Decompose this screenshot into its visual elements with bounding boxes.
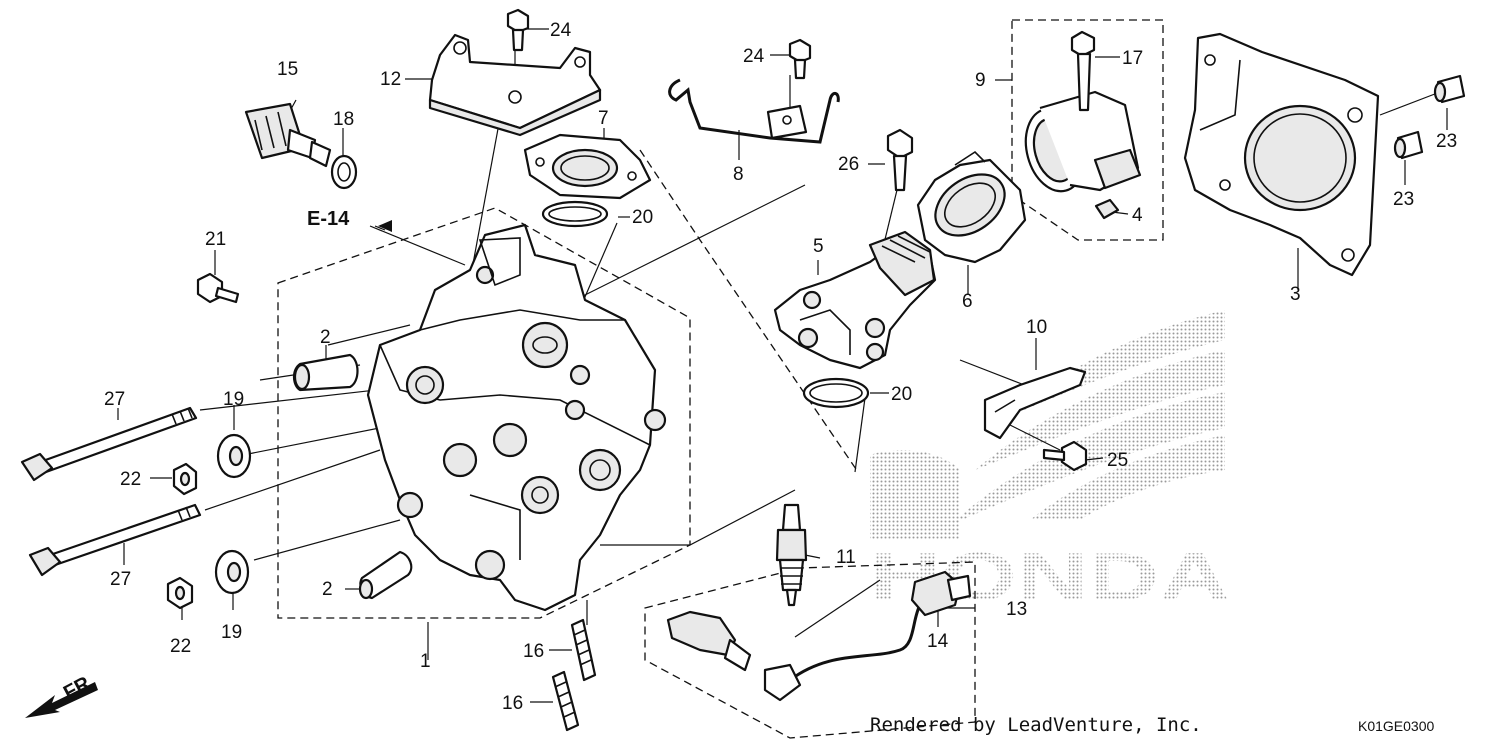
bolt-26 (886, 128, 914, 192)
diagram-code: K01GE0300 (1358, 718, 1434, 734)
band-9 (1024, 90, 1142, 193)
bolt-21 (196, 272, 240, 304)
wire-bracket-8 (668, 78, 840, 144)
bolt-25 (1042, 440, 1088, 472)
o-ring-20-lower (802, 377, 870, 409)
clamp-10 (983, 366, 1087, 440)
callout-22: 22 (120, 469, 141, 490)
washer-lower (214, 549, 250, 595)
callout-11: 11 (836, 547, 856, 568)
bolt-24-a (506, 8, 530, 52)
cylinder-head (366, 223, 667, 612)
front-direction-arrow: FR. (25, 670, 99, 718)
washer-upper (216, 433, 252, 479)
stud-16-upper (570, 618, 597, 682)
callout-7: 7 (598, 108, 609, 129)
callout-16: 16 (523, 641, 544, 662)
stud-bolt-upper (20, 406, 198, 482)
o-ring-18 (330, 154, 358, 190)
callout-2: 2 (320, 327, 331, 348)
callout-20: 20 (632, 207, 653, 228)
leader-lines (117, 28, 1448, 703)
sensor-harness (666, 570, 972, 702)
callout-25: 25 (1107, 450, 1128, 471)
stud-16-lower (551, 670, 580, 732)
valve-guide-lower (358, 550, 413, 600)
callout-19: 19 (223, 389, 244, 410)
dowel-pin-lower (1393, 130, 1424, 160)
temperature-sensor (244, 102, 332, 168)
callout-numbers: 1 2 2 3 4 5 6 7 8 9 10 11 12 13 14 15 16… (104, 20, 1457, 714)
callout-20: 20 (891, 384, 912, 405)
bolt-24-b (788, 38, 812, 80)
dowel-pin-upper (1433, 74, 1466, 104)
callout-4: 4 (1132, 205, 1143, 226)
stud-bolt-lower (28, 503, 202, 577)
callout-19: 19 (221, 622, 242, 643)
honda-wing-watermark (870, 310, 1225, 540)
valve-guide-upper (292, 353, 359, 392)
bolt-17 (1070, 30, 1096, 112)
callout-24: 24 (743, 46, 765, 67)
cylinder-head-gasket (1183, 32, 1380, 277)
callout-23: 23 (1436, 131, 1457, 152)
callout-3: 3 (1290, 284, 1301, 305)
callout-22: 22 (170, 636, 191, 657)
bracket-12 (428, 33, 602, 137)
callout-6: 6 (962, 291, 973, 312)
callout-13: 13 (1006, 599, 1027, 620)
intake-manifold (773, 230, 937, 370)
callout-17: 17 (1122, 48, 1143, 69)
callout-15: 15 (277, 59, 298, 80)
callout-14: 14 (927, 631, 949, 652)
callout-16: 16 (502, 693, 523, 714)
callout-1: 1 (420, 651, 431, 672)
callout-5: 5 (813, 236, 824, 257)
callout-21: 21 (205, 229, 226, 250)
nut-upper (172, 462, 198, 496)
callout-9: 9 (975, 70, 986, 91)
callout-24: 24 (550, 20, 572, 41)
manifold-group-line (639, 149, 859, 473)
callout-2: 2 (322, 579, 333, 600)
reference-label-e14: E-14 (307, 208, 350, 230)
nut-lower (166, 576, 194, 610)
callout-18: 18 (333, 109, 354, 130)
insulator-6 (916, 150, 1027, 264)
callout-27: 27 (104, 389, 125, 410)
callout-23: 23 (1393, 189, 1414, 210)
callout-8: 8 (733, 164, 744, 185)
gasket-7 (523, 133, 652, 200)
spark-plug (775, 503, 808, 607)
callout-26: 26 (838, 154, 859, 175)
o-ring-20-upper (541, 200, 609, 228)
reference-arrow-icon (378, 220, 392, 232)
nut-4 (1094, 198, 1120, 220)
callout-27: 27 (110, 569, 131, 590)
callout-12: 12 (380, 69, 401, 90)
insulator-group-box (1011, 19, 1164, 241)
credit-text: Rendered by LeadVenture, Inc. (870, 714, 1202, 736)
callout-10: 10 (1026, 317, 1047, 338)
